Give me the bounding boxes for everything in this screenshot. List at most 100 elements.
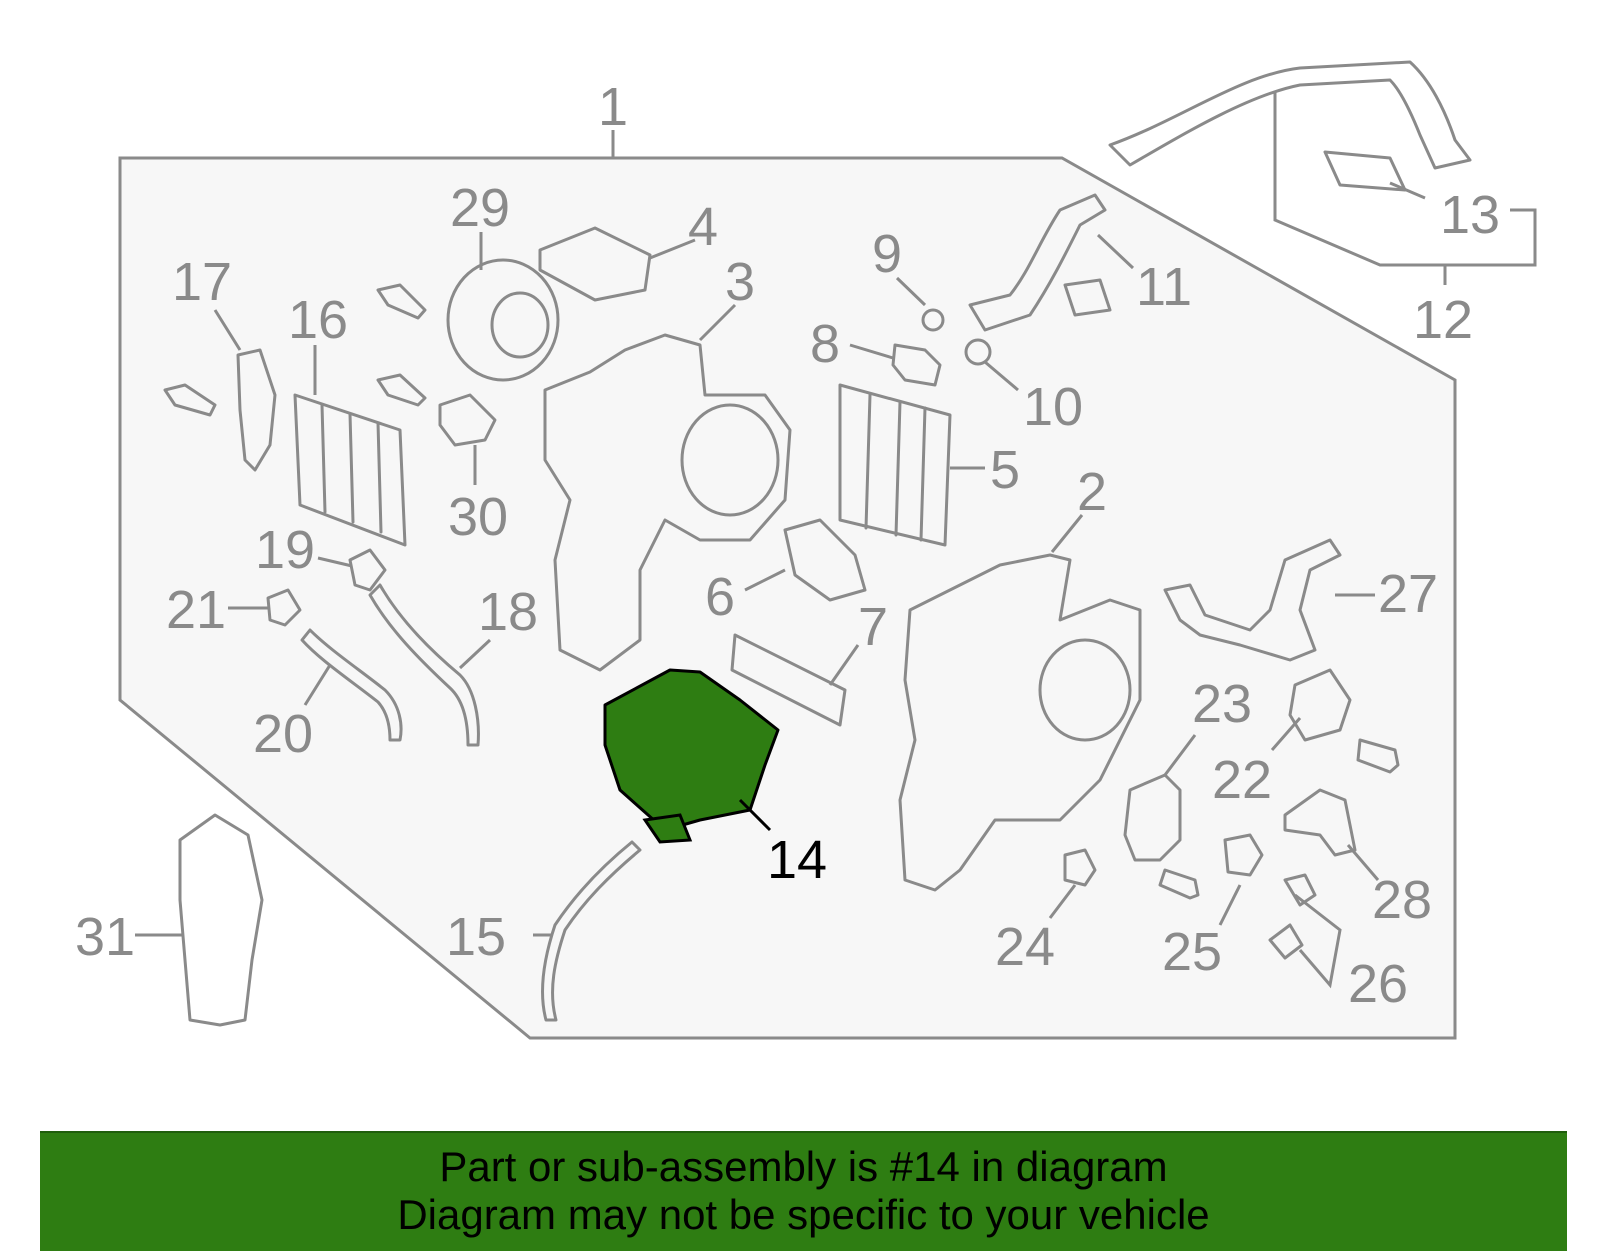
callout-24: 24 [995,917,1055,977]
callout-19: 19 [255,520,315,580]
part-31-duct [178,813,264,1027]
leader-13 [1389,181,1426,200]
callout-9: 9 [872,224,902,284]
part-21-clamp [266,588,302,627]
parts-diagram: 1 2 3 4 5 6 7 8 9 10 11 12 13 14 15 16 1… [75,60,1537,1040]
leader-6 [744,568,786,592]
part-3-scroll [680,403,780,517]
part-8-valve [891,343,942,387]
callout-3: 3 [725,252,755,312]
callout-12: 12 [1413,290,1473,350]
part-4-cover [538,226,652,302]
part-28-bracket [1283,788,1357,857]
callout-18: 18 [478,582,538,642]
callout-27: 27 [1378,564,1438,624]
callout-20: 20 [253,704,313,764]
callout-15: 15 [446,907,506,967]
callout-2: 2 [1077,462,1107,522]
part-14-outlet [642,813,693,844]
part-10-oring [964,338,992,366]
leader-11 [1096,233,1135,270]
callout-4: 4 [688,197,718,257]
part-17-bracket [236,348,277,472]
callout-13: 13 [1440,185,1500,245]
part-26-clip-b [1268,923,1304,960]
part-16-rib-1 [320,403,327,514]
leader-24 [1048,884,1077,919]
part-12-cable [1108,60,1472,170]
part-22-bolt [1356,738,1400,774]
part-5-rib-3 [919,406,927,542]
callout-11: 11 [1136,257,1192,317]
part-22-actuator [1288,668,1352,742]
leader-2 [1050,514,1084,553]
part-16-screw-b [376,373,427,407]
leader-3 [698,303,737,342]
part-16-rib-2 [348,412,355,524]
leader-20 [303,664,332,706]
part-7-door [730,633,847,727]
part-2-housing [898,553,1142,892]
leader-28 [1346,844,1380,881]
part-27-harness [1163,538,1342,662]
part-3-housing [543,333,792,672]
leader-19 [317,556,353,568]
part-16-screw-a [376,283,427,320]
leader-14 [738,798,772,832]
info-banner: Part or sub-assembly is #14 in diagram D… [40,1131,1567,1251]
part-9-oring [921,308,945,332]
leader-4 [649,238,696,260]
leader-26 [1294,893,1342,989]
part-19-clamp [348,548,387,592]
callout-7: 7 [858,597,888,657]
part-29-hub [490,291,550,359]
part-11-clip [1063,278,1112,317]
banner-part-text: Part or sub-assembly is #14 in diagram [439,1143,1168,1190]
leader-22 [1270,717,1302,751]
callout-22: 22 [1212,750,1272,810]
callout-25: 25 [1162,922,1222,982]
callout-17: 17 [172,252,232,312]
part-18-hose [368,583,480,747]
part-6-door [783,518,867,602]
part-20-hose [300,628,403,742]
part-23-bolt [1158,868,1200,900]
leader-23 [1163,734,1197,776]
callout-1: 1 [598,77,628,137]
part-16-rib-3 [376,421,383,534]
part-17-screw [163,383,217,417]
banner-disclaimer-text: Diagram may not be specific to your vehi… [397,1191,1210,1238]
leader-7 [828,644,860,686]
part-5-filter [838,383,952,547]
callout-26: 26 [1348,954,1408,1014]
leader-9 [895,276,927,307]
part-11-tube [968,193,1107,332]
part-2-scroll [1038,638,1132,742]
part-16-heater-core [293,393,407,547]
callout-30: 30 [448,487,508,547]
callout-21: 21 [166,580,226,640]
part-15-drain-hose [541,840,642,1022]
part-5-rib-1 [864,393,872,530]
callout-23: 23 [1192,674,1252,734]
callout-16: 16 [288,290,348,350]
part-30-resistor [438,393,497,447]
part-25-sensor [1223,833,1264,877]
leader-18 [458,638,492,670]
part-14-case[interactable] [603,668,780,832]
leader-17 [213,309,242,351]
callout-5: 5 [990,440,1020,500]
assembly-panel [118,156,1457,1040]
leader-10 [984,360,1019,392]
part-23-actuator [1123,773,1182,862]
part-24-bushing [1063,848,1097,887]
callout-29: 29 [450,178,510,238]
callout-28: 28 [1372,870,1432,930]
part-29-blower-wheel [446,258,560,382]
leader-25 [1218,884,1242,926]
part-5-rib-2 [894,400,902,537]
callout-6: 6 [705,567,735,627]
callout-8: 8 [810,314,840,374]
callout-31: 31 [75,907,135,967]
callout-14: 14 [767,830,827,890]
